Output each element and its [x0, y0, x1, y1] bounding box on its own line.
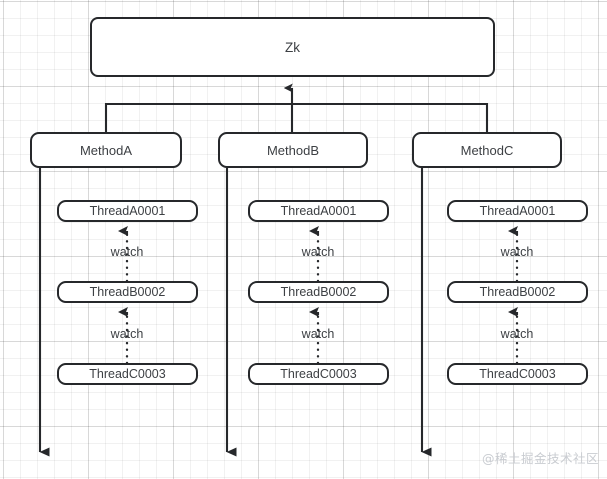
node-col-c-thread-3[interactable]: ThreadC0003: [447, 363, 588, 385]
node-col-b-thread-1[interactable]: ThreadA0001: [248, 200, 389, 222]
node-col-c-thread-1[interactable]: ThreadA0001: [447, 200, 588, 222]
node-methodc-label: MethodC: [460, 142, 514, 158]
node-col-c-thread-2[interactable]: ThreadB0002: [447, 281, 588, 303]
node-col-c-thread-1-label: ThreadA0001: [479, 204, 556, 218]
edge-label-col-a-watch-1: watch: [110, 245, 144, 259]
node-col-a-thread-2-label: ThreadB0002: [89, 285, 166, 299]
edge-label-col-a-watch-2: watch: [110, 327, 144, 341]
node-col-a-thread-2[interactable]: ThreadB0002: [57, 281, 198, 303]
node-methoda-label: MethodA: [79, 142, 133, 158]
node-methodc[interactable]: MethodC: [412, 132, 562, 168]
node-col-b-thread-3-label: ThreadC0003: [280, 367, 357, 381]
node-col-b-thread-2-label: ThreadB0002: [280, 285, 357, 299]
node-col-b-thread-3[interactable]: ThreadC0003: [248, 363, 389, 385]
node-col-c-thread-3-label: ThreadC0003: [479, 367, 556, 381]
node-col-c-thread-2-label: ThreadB0002: [479, 285, 556, 299]
node-col-a-thread-3-label: ThreadC0003: [89, 367, 166, 381]
node-zk-label: Zk: [285, 39, 300, 55]
edge-label-col-c-watch-1: watch: [500, 245, 534, 259]
node-col-a-thread-1[interactable]: ThreadA0001: [57, 200, 198, 222]
watermark: @稀土掘金技术社区: [481, 451, 599, 466]
bus-connector: [104, 83, 489, 132]
node-methoda[interactable]: MethodA: [30, 132, 182, 168]
edge-label-col-c-watch-2: watch: [500, 327, 534, 341]
node-methodb[interactable]: MethodB: [218, 132, 368, 168]
edge-label-col-b-watch-2: watch: [301, 327, 335, 341]
node-col-a-thread-3[interactable]: ThreadC0003: [57, 363, 198, 385]
node-col-b-thread-2[interactable]: ThreadB0002: [248, 281, 389, 303]
node-zk[interactable]: Zk: [90, 17, 495, 77]
edge-label-col-b-watch-1: watch: [301, 245, 335, 259]
node-col-a-thread-1-label: ThreadA0001: [89, 204, 166, 218]
node-methodb-label: MethodB: [266, 142, 320, 158]
node-col-b-thread-1-label: ThreadA0001: [280, 204, 357, 218]
